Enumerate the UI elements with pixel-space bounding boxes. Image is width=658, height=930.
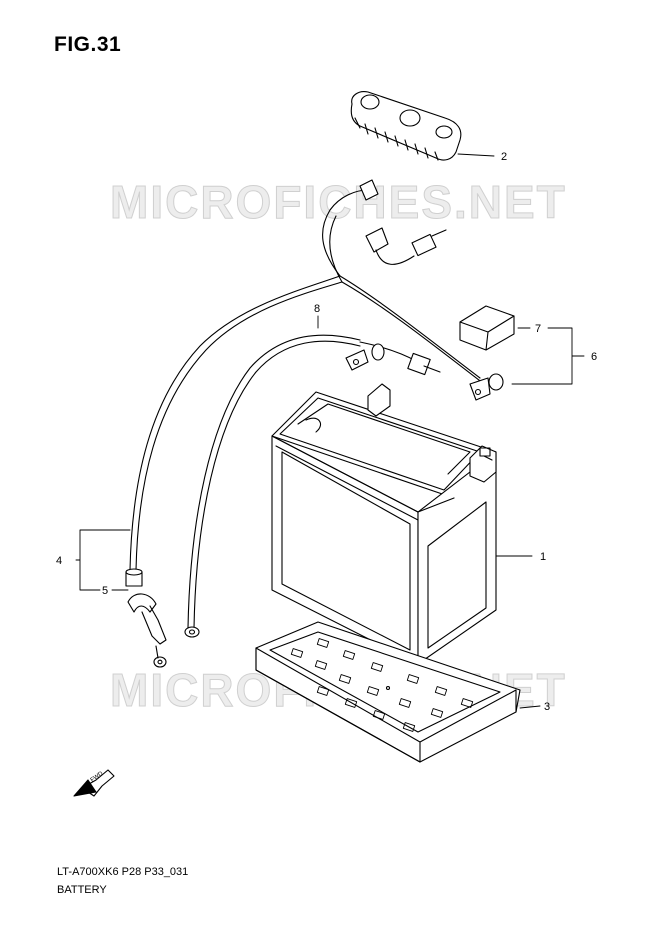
callout-4: 4 [56,555,62,567]
callout-3: 3 [544,701,550,713]
section-name: BATTERY [57,884,107,896]
terminal-cover-part [459,305,515,351]
callout-6: 6 [591,351,597,363]
battery-cable-part [125,179,504,668]
battery-holder-plate-part [350,91,462,161]
callout-2: 2 [501,151,507,163]
watermark-top: MICROFICHES.NET [110,176,567,228]
model-code: LT-A700XK6 P28 P33_031 [57,866,189,878]
callout-5: 5 [102,585,108,597]
battery-tray-part [255,621,521,763]
callout-8: 8 [314,303,320,315]
forward-arrow-icon [73,769,115,797]
figure-title: FIG.31 [54,33,122,56]
battery-part [271,383,497,665]
callout-1: 1 [540,551,546,563]
callout-7: 7 [535,323,541,335]
leader-lines [75,153,585,709]
wiring-harness-part [184,334,441,638]
